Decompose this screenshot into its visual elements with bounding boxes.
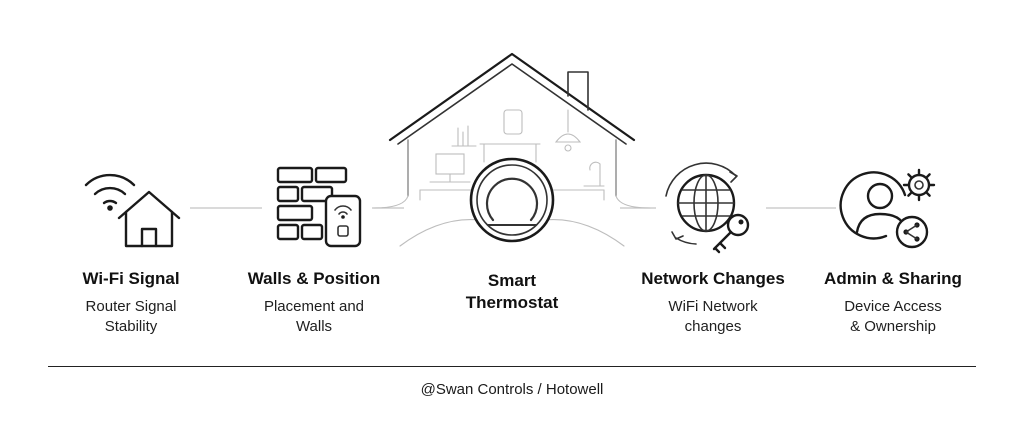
node-subtitle-line: Router Signal: [85, 298, 177, 315]
node-subtitle-network-changes: WiFi Network changes: [623, 297, 803, 337]
node-title-wifi-signal: Wi-Fi Signal: [82, 269, 180, 288]
node-subtitle-wifi-signal: Router Signal Stability: [41, 297, 221, 337]
user-gear-share-icon: [839, 168, 936, 249]
footer-credit: @Swan Controls / Hotowell: [420, 381, 604, 398]
footer-divider: [48, 366, 976, 367]
globe-key-icon: [665, 162, 750, 254]
node-subtitle-line: & Ownership: [850, 318, 936, 335]
center-title-smart-thermostat: Smart Thermostat: [432, 270, 592, 314]
center-title-line: Smart: [487, 271, 537, 290]
node-subtitle-line: Stability: [104, 318, 158, 335]
node-subtitle-line: Device Access: [844, 298, 942, 315]
brick-wall-phone-icon: [276, 166, 362, 248]
node-subtitle-line: Walls: [295, 318, 333, 335]
wifi-house-icon: [84, 173, 181, 248]
center-title-line: Thermostat: [465, 293, 559, 312]
node-title-admin-sharing: Admin & Sharing: [824, 269, 962, 288]
house-thermostat-icon: [373, 52, 651, 247]
node-subtitle-line: changes: [684, 318, 742, 335]
node-title-walls-position: Walls & Position: [247, 269, 381, 288]
node-subtitle-line: WiFi Network: [668, 298, 758, 315]
node-subtitle-line: Placement and: [263, 298, 365, 315]
node-title-network-changes: Network Changes: [641, 269, 785, 288]
node-subtitle-admin-sharing: Device Access & Ownership: [803, 297, 983, 337]
node-subtitle-walls-position: Placement and Walls: [224, 297, 404, 337]
